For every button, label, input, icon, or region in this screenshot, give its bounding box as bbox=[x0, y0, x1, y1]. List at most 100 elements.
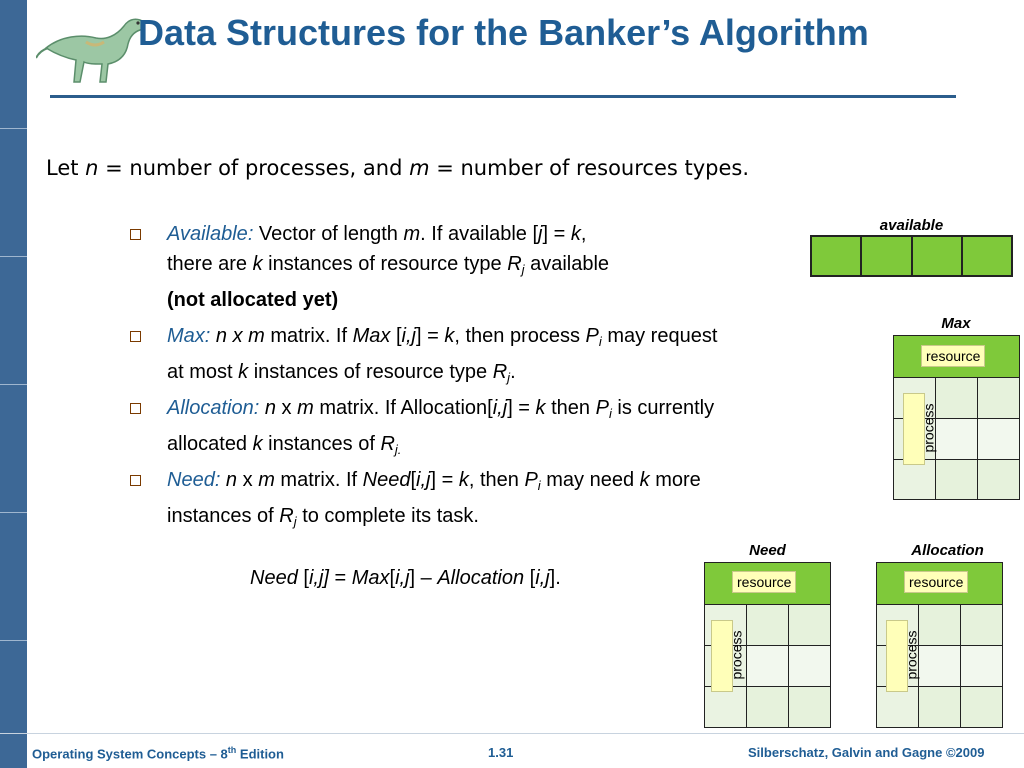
term: Available bbox=[167, 223, 248, 245]
text: [ bbox=[410, 469, 417, 491]
bullet-line: Max: n x m matrix. If Max [i,j] = k, the… bbox=[167, 321, 717, 357]
process-tag: process bbox=[886, 620, 920, 692]
text: to complete its task. bbox=[296, 505, 479, 527]
bullet-text: Available: Vector of length m. If availa… bbox=[167, 219, 609, 315]
intro-var: n bbox=[85, 156, 99, 180]
intro-var: m bbox=[409, 156, 430, 180]
vector-cell bbox=[811, 236, 862, 276]
var: Allocation bbox=[437, 567, 525, 589]
process-tag-text: process bbox=[728, 630, 745, 680]
matrix-cell bbox=[936, 378, 978, 419]
bullet-box-icon bbox=[130, 403, 141, 414]
var: i,j bbox=[492, 397, 508, 419]
text: . If available [ bbox=[420, 223, 538, 245]
var: i,j bbox=[401, 325, 416, 347]
process-tag: process bbox=[711, 620, 745, 692]
footer-rule bbox=[0, 733, 1024, 734]
matrix-cell bbox=[936, 419, 978, 460]
footer-book-title: Operating System Concepts – 8 bbox=[32, 746, 228, 762]
var: n x m bbox=[210, 325, 265, 347]
text: ] = bbox=[430, 469, 459, 491]
bullet-line: at most k instances of resource type Rj. bbox=[167, 357, 717, 393]
bullet-box-icon bbox=[130, 475, 141, 486]
text: allocated bbox=[167, 433, 253, 455]
need-formula: Need [i,j] = Max[i,j] – Allocation [i,j]… bbox=[250, 567, 561, 590]
matrix-cell bbox=[936, 460, 978, 500]
var: i,j bbox=[395, 567, 410, 589]
var: n bbox=[259, 397, 276, 419]
var: j bbox=[538, 223, 543, 245]
bullet-line: instances of Rj to complete its task. bbox=[167, 501, 701, 537]
footer-sup: th bbox=[227, 745, 237, 755]
need-label: Need bbox=[749, 542, 786, 559]
title-underline bbox=[50, 95, 956, 98]
var: R bbox=[492, 361, 508, 383]
footer-authors: Silberschatz, Galvin and Gagne ©2009 bbox=[748, 745, 985, 760]
term-colon: : bbox=[247, 223, 254, 245]
matrix-cell bbox=[919, 646, 961, 687]
matrix-cell bbox=[919, 605, 961, 646]
page-title: Data Structures for the Banker’s Algorit… bbox=[138, 12, 869, 53]
intro-text: Let n = number of processes, and m = num… bbox=[46, 156, 749, 180]
matrix-cell bbox=[747, 687, 789, 728]
var: Max bbox=[352, 325, 391, 347]
subscript: j. bbox=[394, 442, 402, 457]
var: k bbox=[252, 433, 263, 455]
bullet-text: Need: n x m matrix. If Need[i,j] = k, th… bbox=[167, 465, 701, 537]
text: [ bbox=[297, 567, 309, 589]
term-colon: : bbox=[214, 469, 221, 491]
matrix-cell bbox=[978, 378, 1020, 419]
subscript: j bbox=[507, 370, 511, 385]
bullet-line: Need: n x m matrix. If Need[i,j] = k, th… bbox=[167, 465, 701, 501]
var: m bbox=[403, 223, 421, 245]
text: ] – bbox=[409, 567, 438, 589]
available-label: available bbox=[879, 217, 944, 234]
text: at most bbox=[167, 361, 239, 383]
text: [ bbox=[390, 325, 402, 347]
var: k bbox=[570, 223, 581, 245]
intro-part: = number of processes, and bbox=[98, 156, 410, 180]
stripe-divider bbox=[0, 640, 27, 641]
vector-cell bbox=[911, 236, 962, 276]
matrix-cell bbox=[789, 605, 831, 646]
text: ]. bbox=[549, 567, 561, 589]
var: Max bbox=[351, 567, 390, 589]
intro-part: Let bbox=[46, 156, 86, 180]
matrix-cell bbox=[747, 646, 789, 687]
text: instances of resource type bbox=[248, 361, 493, 383]
var: k bbox=[238, 361, 249, 383]
text: is currently bbox=[611, 397, 715, 419]
text: may need bbox=[540, 469, 640, 491]
stripe-divider bbox=[0, 384, 27, 385]
subscript: j bbox=[521, 262, 525, 277]
side-stripe bbox=[0, 0, 27, 768]
matrix-cell bbox=[919, 687, 961, 728]
matrix-cell bbox=[978, 460, 1020, 500]
text: matrix. If bbox=[264, 325, 353, 347]
text: instances of resource type bbox=[262, 253, 508, 275]
text: instances of bbox=[167, 505, 280, 527]
matrix-cell bbox=[961, 646, 1003, 687]
var: P bbox=[585, 325, 599, 347]
text: ] = bbox=[542, 223, 571, 245]
process-tag: process bbox=[903, 393, 937, 465]
bullet-text: Allocation: n x m matrix. If Allocation[… bbox=[167, 393, 714, 465]
text: matrix. If bbox=[274, 469, 363, 491]
available-vector bbox=[810, 235, 1013, 277]
var: i,j bbox=[416, 469, 431, 491]
stripe-divider bbox=[0, 128, 27, 129]
bullet-text: Max: n x m matrix. If Max [i,j] = k, the… bbox=[167, 321, 717, 393]
var: m bbox=[258, 469, 275, 491]
var: Need bbox=[362, 469, 411, 491]
stripe-divider bbox=[0, 512, 27, 513]
text: more bbox=[649, 469, 701, 491]
bullet-line: Available: Vector of length m. If availa… bbox=[167, 219, 609, 249]
text: may request bbox=[601, 325, 718, 347]
matrix-cell bbox=[747, 605, 789, 646]
bullet-line: (not allocated yet) bbox=[167, 289, 339, 311]
var: R bbox=[279, 505, 294, 527]
var: k bbox=[535, 397, 546, 419]
var: k bbox=[458, 469, 469, 491]
resource-tag: resource bbox=[732, 571, 797, 593]
matrix-cell bbox=[705, 687, 747, 728]
